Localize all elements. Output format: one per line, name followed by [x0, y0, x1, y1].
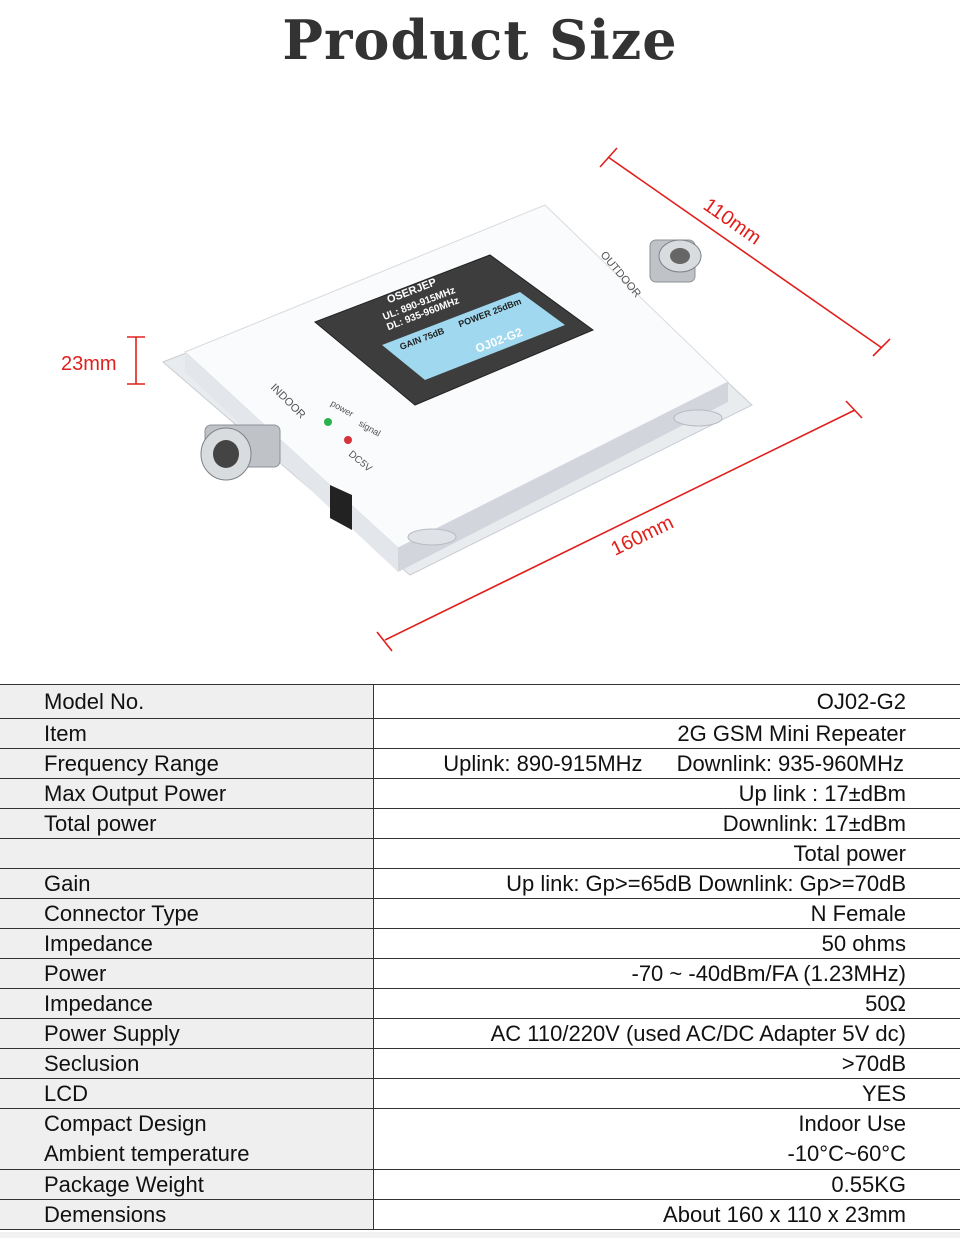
spec-key: Package Weight — [0, 1169, 374, 1200]
spec-key: Gain — [0, 868, 374, 899]
signal-led-icon — [344, 436, 352, 444]
table-row: Seclusion>70dB — [0, 1048, 960, 1079]
spec-value-line: -10°C~60°C — [787, 1141, 907, 1166]
device-illustration: OSERJEP UL: 890-915MHz DL: 935-960MHz GA… — [162, 204, 753, 576]
spec-key: LCD — [0, 1078, 374, 1109]
spec-value: YES — [373, 1078, 960, 1109]
spec-value: Total power — [373, 838, 960, 869]
spec-value: Up link: Gp>=65dB Downlink: Gp>=70dB — [373, 868, 960, 899]
uplink-value: Uplink: 890-915MHz — [443, 750, 643, 776]
table-row: Model No.OJ02-G2 — [0, 684, 960, 719]
bottom-strip — [0, 1232, 960, 1238]
power-led-icon — [324, 418, 332, 426]
spec-key: Impedance — [0, 988, 374, 1019]
spec-value: 2G GSM Mini Repeater — [373, 718, 960, 749]
spec-key-line: Ambient temperature — [44, 1141, 250, 1166]
table-row: Power-70 ~ -40dBm/FA (1.23MHz) — [0, 958, 960, 989]
dimension-lines — [127, 147, 891, 652]
spec-value: 50 ohms — [373, 928, 960, 959]
spec-key: Item — [0, 718, 374, 749]
spec-value: Downlink: 17±dBm — [373, 808, 960, 839]
spec-key: Power — [0, 958, 374, 989]
table-row: Frequency Range Uplink: 890-915MHz Downlin… — [0, 748, 960, 779]
spec-value: 50Ω — [373, 988, 960, 1019]
spec-key: Connector Type — [0, 898, 374, 929]
spec-key — [0, 838, 374, 869]
spec-value: >70dB — [373, 1048, 960, 1079]
dc-jack-icon — [330, 485, 352, 530]
length-dimension-label: 160mm — [608, 511, 678, 560]
spec-value: OJ02-G2 — [373, 684, 960, 719]
spec-key: Model No. — [0, 684, 374, 719]
height-dimension-label: 23mm — [61, 353, 117, 375]
spec-value: N Female — [373, 898, 960, 929]
spec-key: Impedance — [0, 928, 374, 959]
table-row: Total power — [0, 838, 960, 869]
spec-value: -70 ~ -40dBm/FA (1.23MHz) — [373, 958, 960, 989]
spec-value-line: Indoor Use — [798, 1111, 906, 1136]
spec-key: Seclusion — [0, 1048, 374, 1079]
spec-key: Total power — [0, 808, 374, 839]
spec-key: Max Output Power — [0, 778, 374, 809]
downlink-value: Downlink: 935-960MHz — [676, 750, 904, 776]
spec-value: Uplink: 890-915MHz Downlink: 935-960MHz — [373, 748, 960, 779]
product-diagram: OSERJEP UL: 890-915MHz DL: 935-960MHz GA… — [61, 147, 891, 652]
spec-key: Frequency Range — [0, 748, 374, 779]
width-dimension-label: 110mm — [699, 194, 765, 249]
spec-value: 0.55KG — [373, 1169, 960, 1200]
indoor-connector-icon — [200, 424, 281, 481]
spec-value: Up link : 17±dBm — [373, 778, 960, 809]
spec-value: Indoor Use -10°C~60°C — [373, 1108, 960, 1170]
outdoor-connector-icon — [649, 239, 702, 283]
spec-key-line: Compact Design — [44, 1111, 207, 1136]
spec-value: AC 110/220V (used AC/DC Adapter 5V dc) — [373, 1018, 960, 1049]
spec-key: Demensions — [0, 1199, 374, 1230]
spec-key: Power Supply — [0, 1018, 374, 1049]
page-title: Product Size — [282, 8, 678, 72]
spec-value: About 160 x 110 x 23mm — [373, 1199, 960, 1230]
